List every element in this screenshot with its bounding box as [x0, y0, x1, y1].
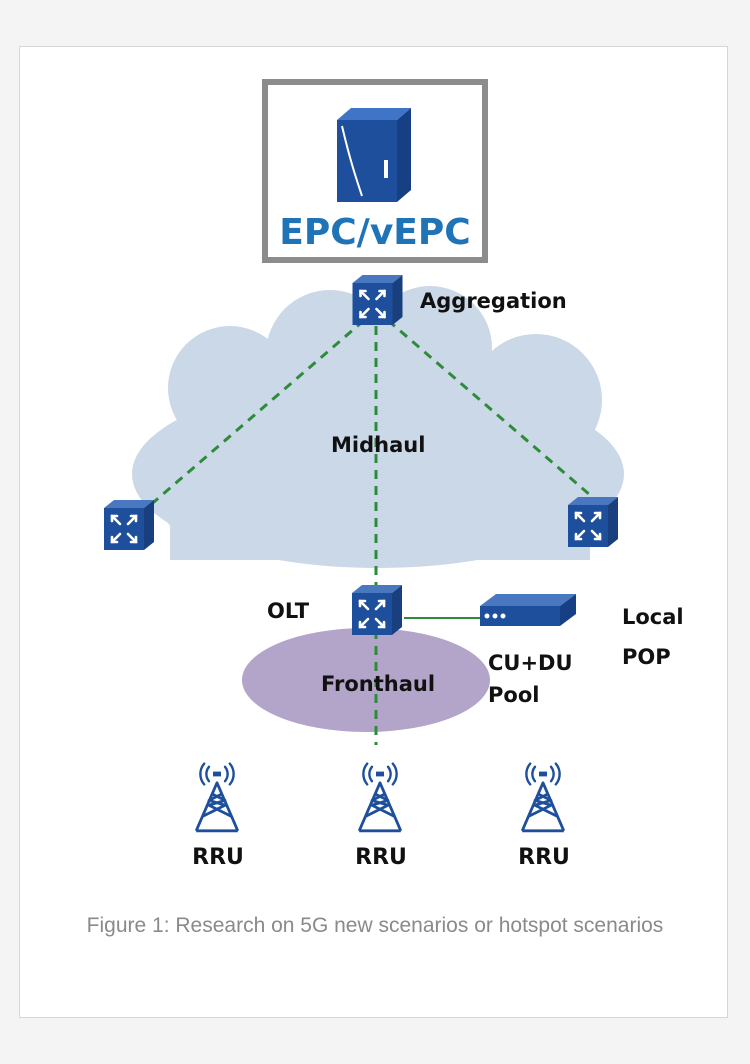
- left-switch-icon: [103, 500, 155, 550]
- midhaul-links: [139, 308, 613, 745]
- olt-switch-icon: [351, 585, 403, 635]
- midhaul-cloud: [132, 286, 624, 568]
- rru-tower-icon: [520, 762, 566, 833]
- aggregation-switch-icon: [351, 275, 404, 325]
- local-pop-label-line1: Local: [622, 605, 684, 629]
- aggregation-label: Aggregation: [420, 289, 567, 313]
- fronthaul-ellipse: [242, 628, 490, 732]
- rru-tower-icon: [357, 762, 403, 833]
- figure-caption: Figure 1: Research on 5G new scenarios o…: [86, 914, 664, 937]
- rru-label-1: RRU: [192, 845, 244, 870]
- server-icon: [337, 108, 411, 202]
- local-pop-label-line2: POP: [622, 645, 671, 669]
- epc-label: EPC/vEPC: [279, 212, 470, 253]
- olt-label: OLT: [267, 599, 310, 623]
- right-switch-icon: [567, 497, 619, 547]
- midhaul-label: Midhaul: [331, 433, 425, 457]
- cu-du-pool-device-icon: [480, 594, 576, 626]
- rru-tower-icon: [194, 762, 240, 833]
- cu-du-label-line1: CU+DU: [488, 651, 573, 675]
- fronthaul-label: Fronthaul: [321, 672, 435, 696]
- cu-du-label-line2: Pool: [488, 683, 539, 707]
- rru-label-3: RRU: [518, 845, 570, 870]
- rru-label-2: RRU: [355, 845, 407, 870]
